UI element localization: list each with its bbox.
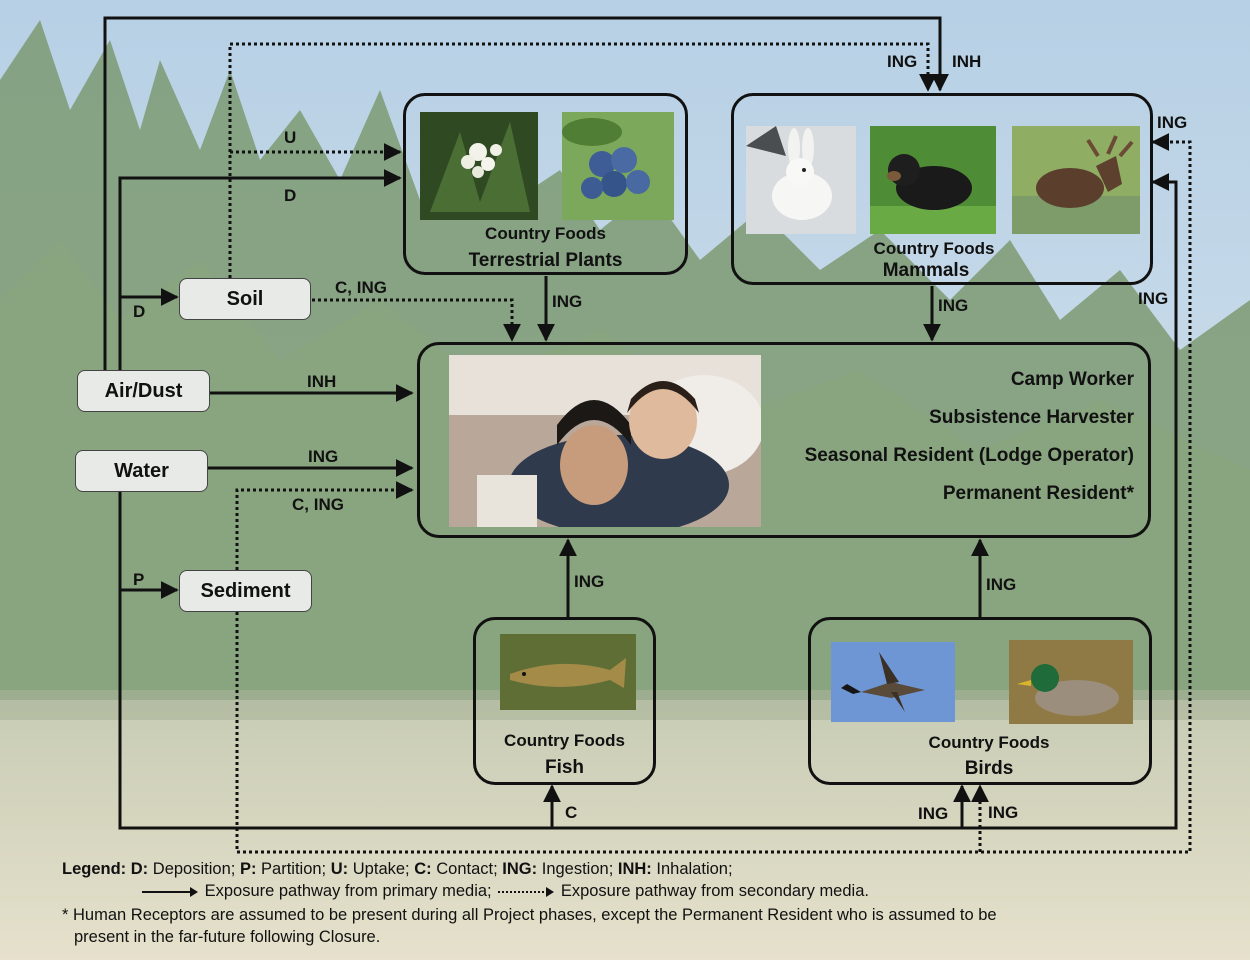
receptor-subsistence-harvester: Subsistence Harvester <box>929 407 1134 428</box>
legend-text-ing: Ingestion; <box>541 860 614 878</box>
plants-box: Country Foods Terrestrial Plants <box>403 93 688 275</box>
blueberry-photo <box>562 112 674 220</box>
legend-abbr-p: P: <box>239 860 257 878</box>
label-d-plants: D <box>284 186 297 205</box>
legend-abbr-ing: ING: <box>502 860 538 878</box>
label-ing-top: ING <box>887 52 918 71</box>
label-p: P <box>133 570 145 589</box>
legend-abbr-inh: INH: <box>617 860 652 878</box>
legend-text-c: Contact; <box>436 860 498 878</box>
label-c-ing-sediment: C, ING <box>292 495 344 514</box>
fish-photo <box>500 634 636 710</box>
label-ing-birds-solid: ING <box>918 804 949 823</box>
birds-box: Country Foods Birds <box>808 617 1152 785</box>
legend-secondary: Exposure pathway from secondary media. <box>560 882 869 900</box>
moose-photo <box>1012 126 1140 234</box>
plants-label-line2: Terrestrial Plants <box>468 250 623 271</box>
legend-abbr-u: U: <box>330 860 349 878</box>
legend: Legend: D: Deposition; P: Partition; U: … <box>62 858 997 948</box>
label-inh-air: INH <box>307 372 337 391</box>
fish-label-line2: Fish <box>544 757 585 778</box>
mammals-label-line2: Mammals <box>882 260 970 281</box>
sediment-box: Sediment <box>179 570 312 612</box>
receptor-seasonal-resident: Seasonal Resident (Lodge Operator) <box>804 445 1134 466</box>
human-receptors-box: Camp Worker Subsistence Harvester Season… <box>417 342 1151 538</box>
receptor-permanent-resident: Permanent Resident* <box>942 483 1134 504</box>
water-box: Water <box>75 450 208 492</box>
label-ing-right-lower: ING <box>1138 289 1169 308</box>
label-ing-fish: ING <box>574 572 605 591</box>
bear-photo <box>870 126 996 234</box>
legend-text-inh: Inhalation; <box>656 860 733 878</box>
label-ing-right-upper: ING <box>1157 113 1188 132</box>
legend-text-d: Deposition; <box>152 860 236 878</box>
plant-flower-photo <box>420 112 538 220</box>
label-ing-birds-dotted: ING <box>988 803 1019 822</box>
birds-label-line1: Country Foods <box>928 733 1050 752</box>
soil-box: Soil <box>179 278 311 320</box>
legend-heading: Legend: <box>62 860 127 878</box>
label-c-fish: C <box>565 803 578 822</box>
mallard-photo <box>1009 640 1133 724</box>
goose-photo <box>831 642 955 722</box>
label-ing-mammals: ING <box>938 296 969 315</box>
dotted-arrow-sample <box>498 886 555 897</box>
label-inh-top: INH <box>952 52 982 71</box>
legend-text-u: Uptake; <box>352 860 410 878</box>
mammals-box: Country Foods Mammals <box>731 93 1153 285</box>
legend-note-line1: * Human Receptors are assumed to be pres… <box>62 906 997 924</box>
label-ing-plants: ING <box>552 292 583 311</box>
legend-note-line2: present in the far-future following Clos… <box>74 928 381 946</box>
mammals-label-line1: Country Foods <box>873 239 995 258</box>
label-d-soil: D <box>133 302 146 321</box>
hare-photo <box>746 126 856 234</box>
solid-arrow-sample <box>142 886 198 897</box>
human-receptors-photo <box>449 355 761 527</box>
legend-primary: Exposure pathway from primary media; <box>204 882 492 900</box>
fish-label-line1: Country Foods <box>504 731 625 750</box>
legend-abbr-d: D: <box>130 860 149 878</box>
legend-text-p: Partition; <box>261 860 327 878</box>
legend-definitions: Legend: D: Deposition; P: Partition; U: … <box>62 858 997 880</box>
birds-label-line2: Birds <box>964 758 1014 779</box>
receptor-camp-worker: Camp Worker <box>1010 369 1134 390</box>
legend-abbr-c: C: <box>414 860 432 878</box>
label-ing-birds: ING <box>986 575 1017 594</box>
label-u: U <box>284 128 297 147</box>
plants-label-line1: Country Foods <box>485 224 606 243</box>
air-dust-box: Air/Dust <box>77 370 210 412</box>
label-ing-water: ING <box>308 447 339 466</box>
fish-box: Country Foods Fish <box>473 617 656 785</box>
legend-arrows: Exposure pathway from primary media; Exp… <box>62 880 997 902</box>
label-c-ing-soil: C, ING <box>335 278 387 297</box>
